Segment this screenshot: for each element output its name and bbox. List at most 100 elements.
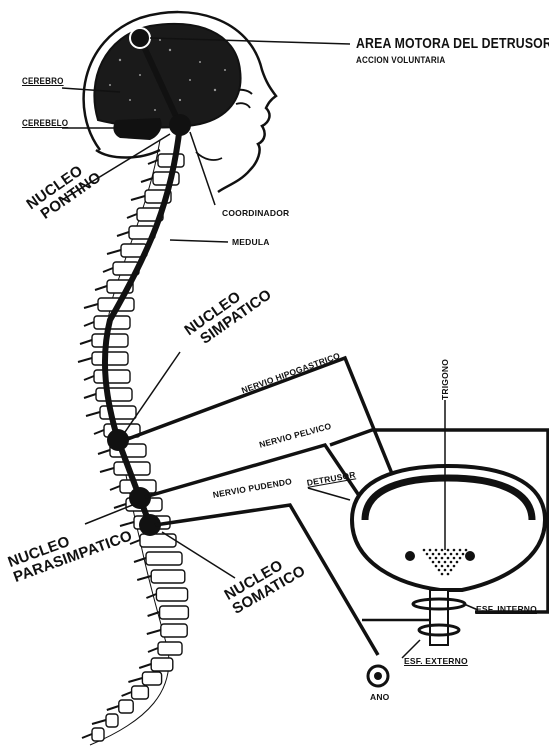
vertebra xyxy=(92,352,128,365)
trigono-dot xyxy=(441,549,444,552)
vertebra-process xyxy=(128,678,142,682)
vertebrae xyxy=(78,154,188,741)
cerebelo-shape xyxy=(113,118,161,140)
vertebra xyxy=(94,370,130,383)
trigono-dot xyxy=(429,557,432,560)
bladder-wall xyxy=(352,466,545,590)
vertebra xyxy=(158,642,182,655)
trigono-dot xyxy=(438,569,441,572)
trigono-dot xyxy=(435,557,438,560)
esf-externo-label: ESF. EXTERNO xyxy=(404,656,468,666)
trigono-dot xyxy=(450,553,453,556)
trigono-dot xyxy=(441,557,444,560)
vertebra-process xyxy=(127,214,137,218)
trigono-dot xyxy=(426,553,429,556)
vertebra-process xyxy=(107,706,119,710)
vertebra-process xyxy=(146,594,156,598)
trigono-dot xyxy=(447,557,450,560)
trigono-dot xyxy=(423,549,426,552)
vertebra xyxy=(146,552,182,565)
vertebra-process xyxy=(80,340,92,344)
vertebra xyxy=(161,624,187,637)
vertebra xyxy=(106,714,118,727)
vertebra xyxy=(160,606,189,619)
vertebra-process xyxy=(103,268,113,272)
trigono-dot xyxy=(456,561,459,564)
trigono-dot xyxy=(447,549,450,552)
vertebra xyxy=(140,534,176,547)
vertebra-process xyxy=(92,720,106,724)
vertebra-process xyxy=(94,430,104,434)
vertebra xyxy=(100,406,136,419)
trigono-dot xyxy=(429,549,432,552)
vertebra-process xyxy=(148,648,158,652)
vertebra xyxy=(156,588,187,601)
vertebra xyxy=(132,686,149,699)
trigono-dot xyxy=(438,553,441,556)
trigono-dot xyxy=(453,565,456,568)
vertebra xyxy=(151,658,173,671)
vertebra xyxy=(96,388,132,401)
vertebra-process xyxy=(110,486,120,490)
vertebra-process xyxy=(107,250,121,254)
trigono-dot xyxy=(444,569,447,572)
trigono-dot xyxy=(435,565,438,568)
vertebra-process xyxy=(84,322,94,326)
vertebra xyxy=(142,672,161,685)
vertebra-process xyxy=(131,196,145,200)
area-motora-label: AREA MOTORA DEL DETRUSOR xyxy=(356,35,549,52)
ureter-left xyxy=(405,551,415,561)
esf-interno-label: ESF. INTERNO xyxy=(476,604,537,614)
vertebra-process xyxy=(100,468,114,472)
vertebra xyxy=(151,570,185,583)
trigono-dot xyxy=(447,565,450,568)
trigono-dot xyxy=(453,557,456,560)
vertebra-process xyxy=(78,358,92,362)
vertebra xyxy=(92,728,104,741)
cerebro-label: CEREBRO xyxy=(22,76,64,87)
ureter-right xyxy=(465,551,475,561)
vertebra xyxy=(153,172,179,185)
area-motora-node xyxy=(130,28,150,48)
trigono-dot xyxy=(453,549,456,552)
trigono-dot xyxy=(450,569,453,572)
vertebra-process xyxy=(114,504,126,508)
vertebra-process xyxy=(147,630,161,634)
vertebra-process xyxy=(84,394,96,398)
trigono-dot xyxy=(459,549,462,552)
vertebra-process xyxy=(82,734,92,738)
ano-center xyxy=(374,672,382,680)
trigono-dot xyxy=(441,565,444,568)
trigono-dot xyxy=(456,553,459,556)
trigono-dot xyxy=(444,553,447,556)
vertebra xyxy=(119,700,133,713)
vertebra xyxy=(92,334,128,347)
coordinador-label: COORDINADOR xyxy=(222,208,289,218)
vertebra-process xyxy=(122,692,132,696)
vertebra-process xyxy=(117,232,129,236)
vertebra-process xyxy=(84,304,98,308)
cerebelo-label: CEREBELO xyxy=(22,118,68,129)
trigono-dot xyxy=(450,561,453,564)
vertebra-process xyxy=(98,450,110,454)
trigono-dot xyxy=(432,561,435,564)
accion-voluntaria-label: ACCION VOLUNTARIA xyxy=(356,55,445,66)
vertebra-process xyxy=(139,664,151,668)
ano-label: ANO xyxy=(370,692,390,702)
trigono-dot xyxy=(435,549,438,552)
trigono-label: TRIGONO xyxy=(440,359,450,400)
vertebra-process xyxy=(86,412,100,416)
vertebra-process xyxy=(148,160,158,164)
detrusor-leader xyxy=(308,488,350,500)
trigono-dot xyxy=(465,549,468,552)
trigono-dot xyxy=(462,553,465,556)
trigono-dot xyxy=(447,573,450,576)
trigono-dot xyxy=(444,561,447,564)
trigono-dot xyxy=(432,553,435,556)
vertebra-process xyxy=(95,286,107,290)
vertebra-process xyxy=(84,376,94,380)
trigono-dot xyxy=(441,573,444,576)
trigono-dot xyxy=(438,561,441,564)
medula-label: MEDULA xyxy=(232,237,270,247)
nucleo-pontino-node xyxy=(169,114,191,136)
